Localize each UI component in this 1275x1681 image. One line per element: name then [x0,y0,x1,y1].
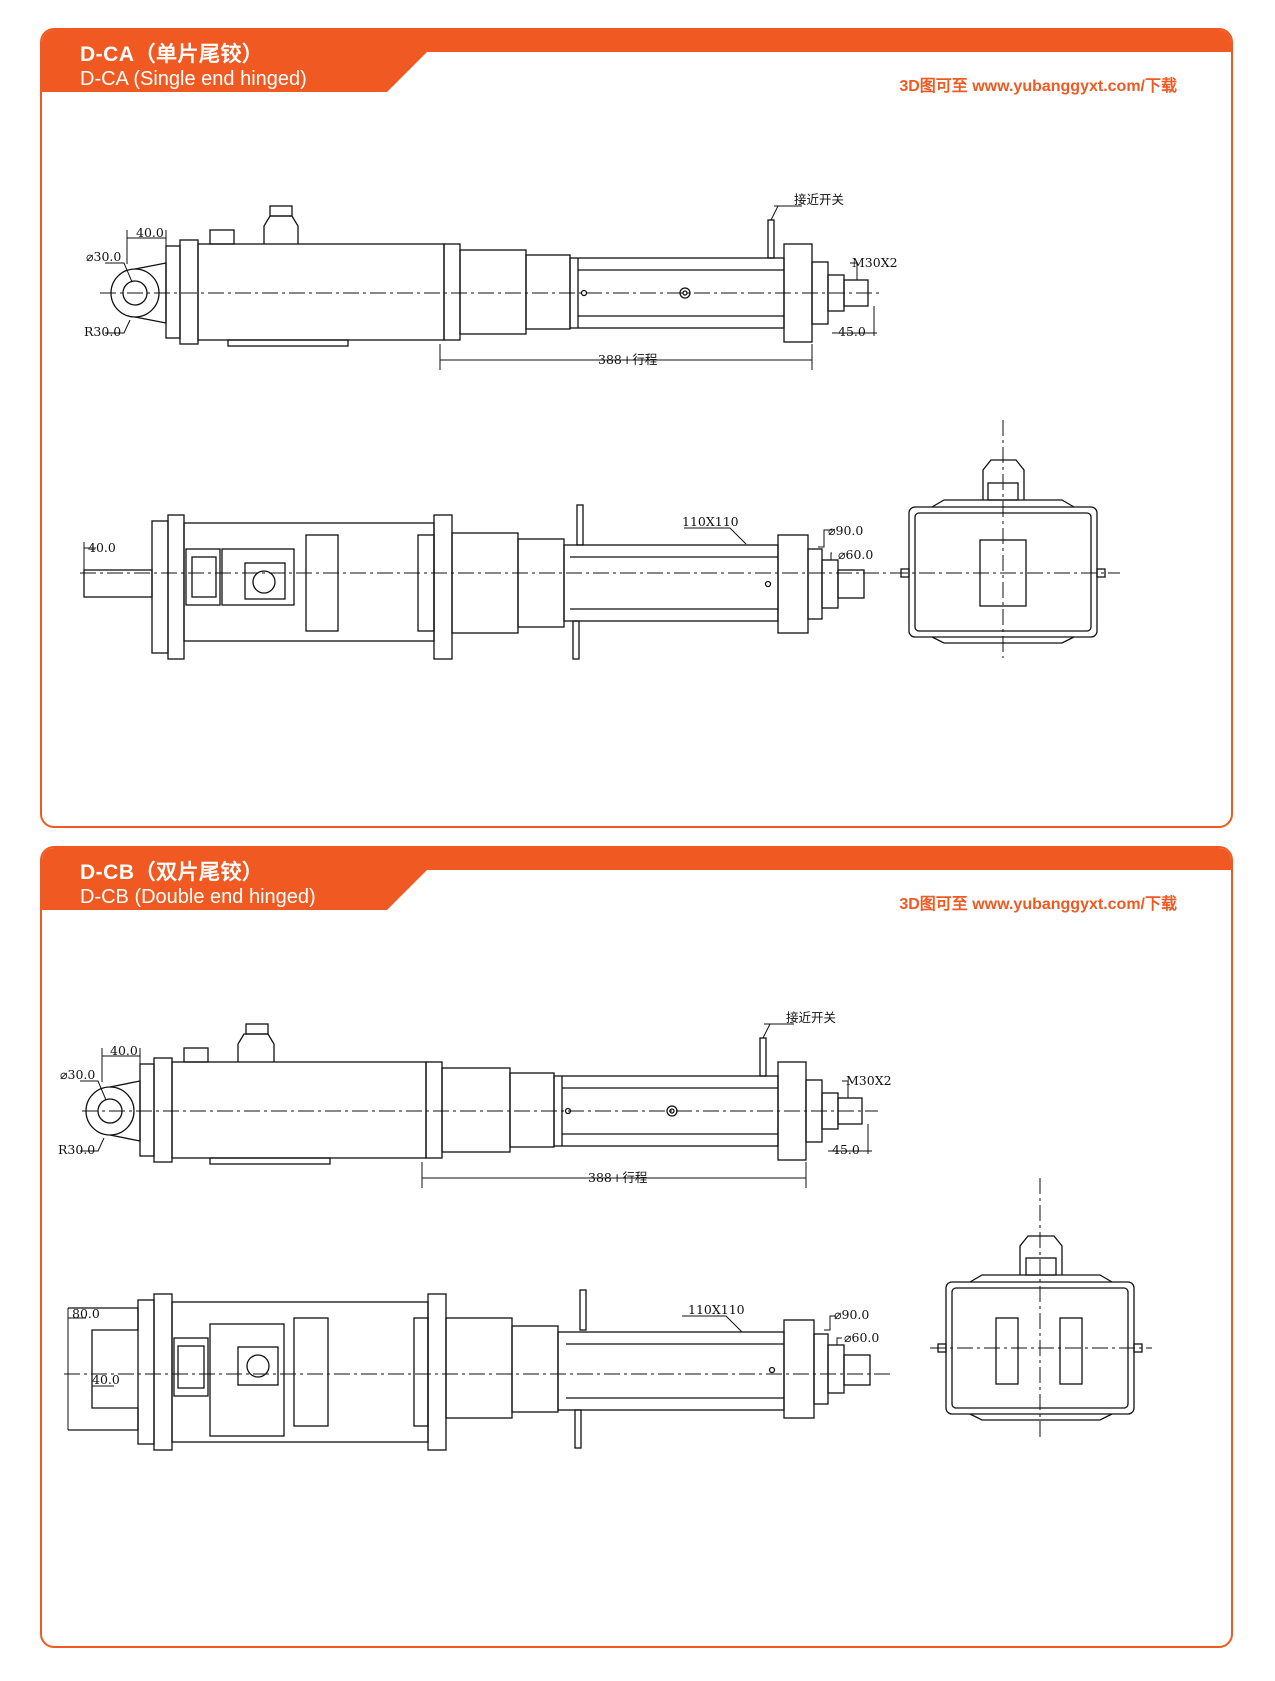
technical-drawing: ⌀30.0 40.0 R30.0 接近开关 M30X2 45.0 388+行程 [58,1010,1152,1451]
dim-square: 110X110 [688,1302,745,1317]
end-view [930,1178,1152,1438]
dim-pin-width: 40.0 [136,225,164,240]
download-link[interactable]: 3D图可至 www.yubanggyxt.com/下载 [899,78,1177,95]
side-view: ⌀30.0 40.0 R30.0 接近开关 M30X2 45.0 388+行程 [84,192,898,370]
dim-flange-diameter: ⌀90.0 [834,1307,869,1322]
dim-rod-length: 45.0 [838,324,866,339]
dim-square: 110X110 [682,514,739,529]
dim-pin-width: 40.0 [110,1043,138,1058]
dim-stroke: 388+行程 [588,1170,648,1185]
top-view: 40.0 110X110 ⌀90.0 ⌀60.0 [80,504,892,660]
dim-boss-diameter: ⌀60.0 [838,547,873,562]
dim-clevis-inner: 40.0 [92,1372,120,1387]
dim-stroke: 388+行程 [598,352,658,367]
section-banner [42,30,1231,92]
section-title-en: D-CA (Single end hinged) [80,68,307,90]
end-view [892,420,1120,658]
dim-radius: R30.0 [84,324,121,339]
section-title-cn: D-CA（单片尾铰） [80,43,264,66]
label-sensor: 接近开关 [794,192,844,207]
section-title-cn: D-CB（双片尾铰） [80,861,264,884]
download-link[interactable]: 3D图可至 www.yubanggyxt.com/下载 [899,896,1177,913]
dim-clevis-outer: 80.0 [72,1306,100,1321]
dim-flange-diameter: ⌀90.0 [828,523,863,538]
dim-boss-diameter: ⌀60.0 [844,1330,879,1345]
label-sensor: 接近开关 [786,1010,836,1025]
section-title-en: D-CB (Double end hinged) [80,886,316,908]
side-view: ⌀30.0 40.0 R30.0 接近开关 M30X2 45.0 388+行程 [58,1010,892,1188]
dim-thread: M30X2 [846,1073,892,1088]
section-banner [42,848,1231,910]
dim-thread: M30X2 [852,255,898,270]
dim-pin-diameter: ⌀30.0 [60,1067,95,1082]
dim-radius: R30.0 [58,1142,95,1157]
top-view: 80.0 40.0 110X110 ⌀90.0 ⌀60.0 [64,1289,890,1451]
dim-rod-length: 45.0 [832,1142,860,1157]
section-d-cb: D-CB（双片尾铰） D-CB (Double end hinged) 3D图可… [40,846,1233,1648]
dim-clevis-width: 40.0 [88,540,116,555]
technical-drawing: ⌀30.0 40.0 R30.0 接近开关 M30X2 45.0 388+行程 [80,192,1120,660]
section-d-ca: D-CA（单片尾铰） D-CA (Single end hinged) 3D图可… [40,28,1233,828]
dim-pin-diameter: ⌀30.0 [86,249,121,264]
